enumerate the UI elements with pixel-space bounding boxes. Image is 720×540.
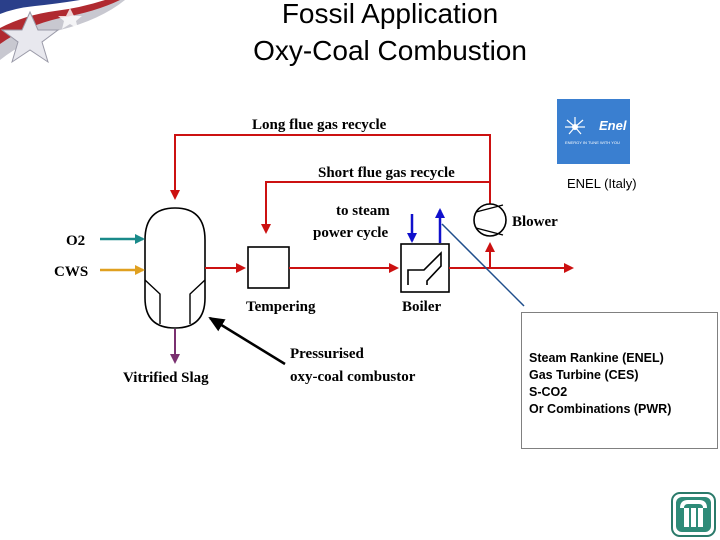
- combustor-label-line1: Pressurised: [290, 346, 365, 362]
- sandia-logo-icon: [671, 492, 716, 537]
- enel-logo: Enel ENERGY IN TUNE WITH YOU: [557, 99, 630, 164]
- enel-logo-tagline: ENERGY IN TUNE WITH YOU: [565, 140, 620, 145]
- vitrified-slag-label: Vitrified Slag: [123, 370, 209, 386]
- cws-label: CWS: [54, 264, 88, 280]
- cycle-options-callout: Steam Rankine (ENEL) Gas Turbine (CES) S…: [521, 312, 718, 449]
- slide-title-line1: Fossil Application: [281, 0, 499, 29]
- list-item: Steam Rankine (ENEL): [529, 351, 664, 365]
- short-recycle-label: Short flue gas recycle: [318, 165, 455, 181]
- boiler-label: Boiler: [402, 299, 441, 315]
- enel-caption: ENEL (Italy): [567, 176, 637, 191]
- flag-star-icon: [0, 0, 125, 64]
- slide-title-line2: Oxy-Coal Combustion: [253, 35, 527, 66]
- callout-connector-line: [441, 223, 525, 307]
- combustor-label-line2: oxy-coal combustor: [290, 369, 416, 385]
- blower-icon: [473, 203, 507, 237]
- tempering-box: [247, 246, 290, 289]
- blower-label: Blower: [512, 214, 558, 230]
- long-recycle-label: Long flue gas recycle: [252, 117, 387, 133]
- short-recycle-line: [261, 181, 491, 234]
- boiler-box: [400, 243, 450, 293]
- enel-logo-text: Enel: [599, 118, 627, 133]
- tempering-label: Tempering: [246, 299, 316, 315]
- combustor-vessel: [144, 207, 206, 329]
- enel-logo-graphic: Enel ENERGY IN TUNE WITH YOU: [557, 99, 630, 164]
- to-steam-label-line1: to steam: [336, 203, 390, 219]
- o2-label: O2: [66, 233, 85, 249]
- list-item: Gas Turbine (CES): [529, 368, 639, 382]
- combustor-pointer-arrow: [208, 316, 286, 366]
- long-recycle-line: [170, 134, 491, 204]
- list-item: S-CO2: [529, 385, 568, 399]
- cycle-options-list: Steam Rankine (ENEL) Gas Turbine (CES) S…: [529, 350, 671, 418]
- to-steam-label-line2: power cycle: [313, 225, 388, 241]
- list-item: Or Combinations (PWR): [529, 402, 672, 416]
